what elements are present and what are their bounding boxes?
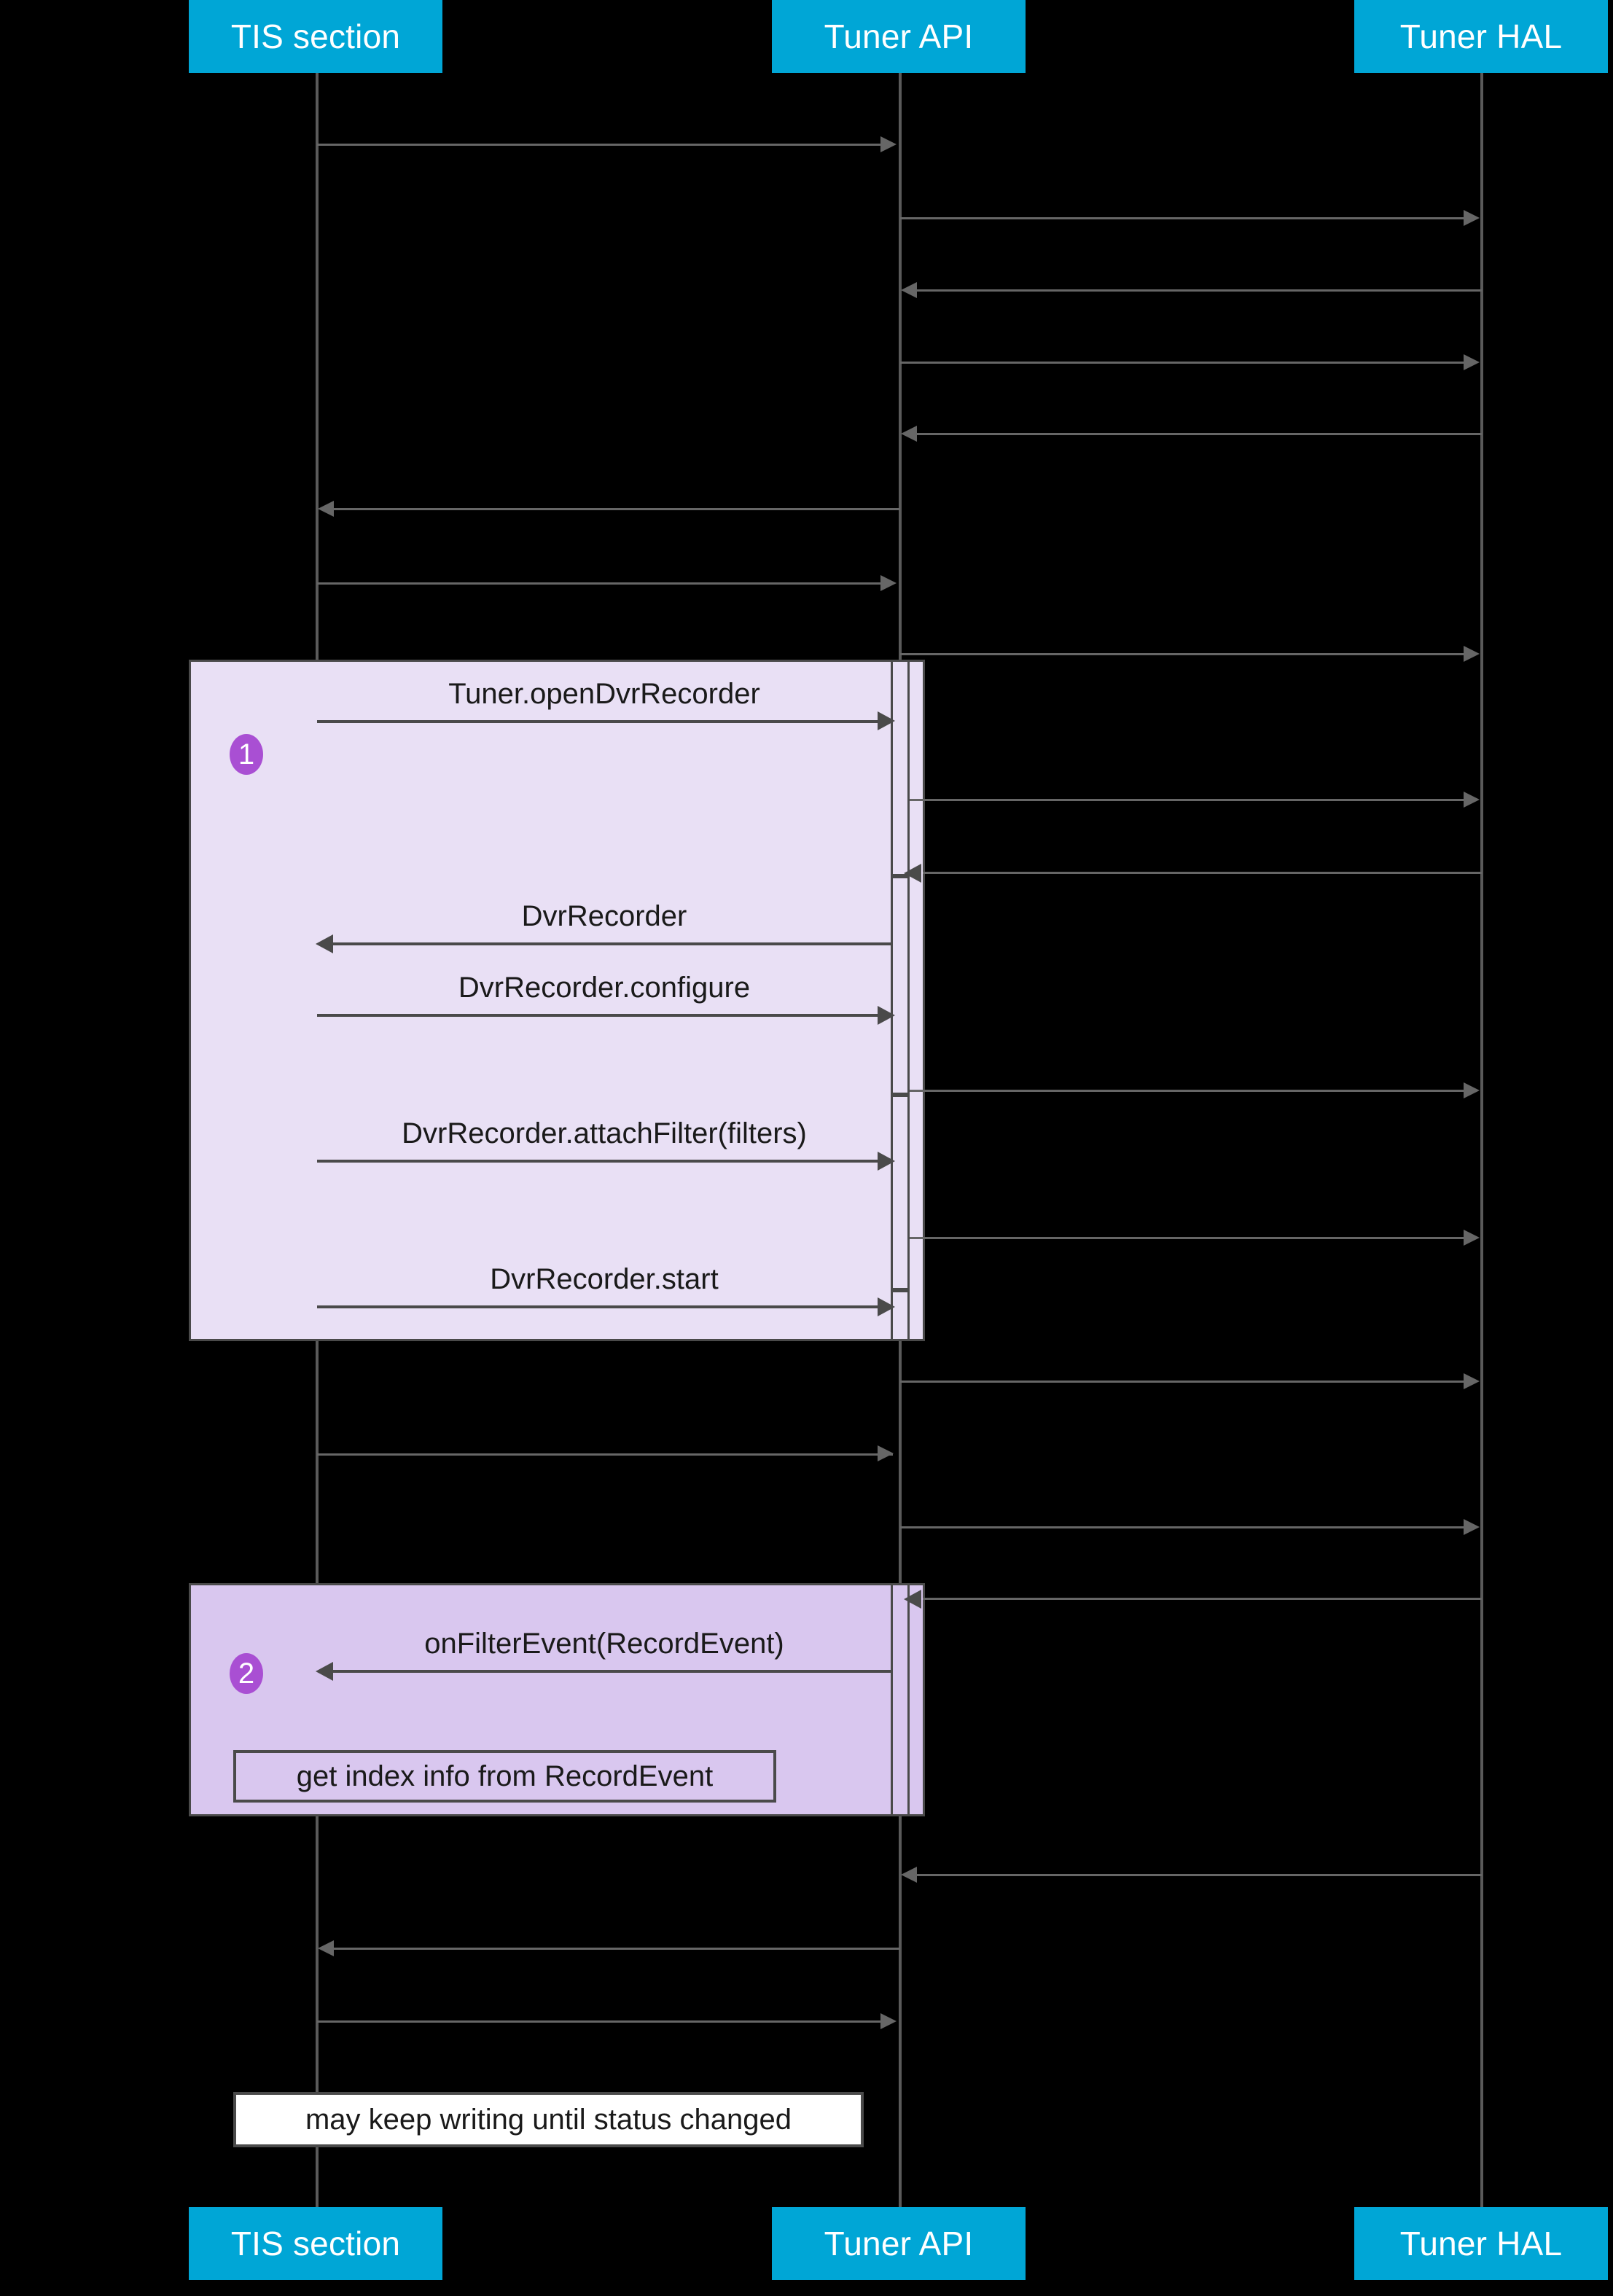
note-get-index-info: get index info from RecordEvent xyxy=(233,1750,776,1803)
message-arrow-m21 xyxy=(904,1590,921,1609)
message-arrow-m6 xyxy=(318,501,334,517)
message-line-m14 xyxy=(910,1090,1476,1092)
message-arrow-m1 xyxy=(880,136,897,152)
message-arrow-m19 xyxy=(878,1445,894,1461)
message-arrow-m9 xyxy=(878,711,895,730)
message-arrow-m23 xyxy=(901,1867,917,1883)
message-line-m22 xyxy=(332,1670,891,1673)
participant-header-tuner-api[interactable]: Tuner API xyxy=(772,0,1026,73)
message-arrow-m13 xyxy=(878,1006,895,1025)
message-line-m5 xyxy=(915,433,1482,435)
message-arrow-m5 xyxy=(901,426,917,442)
message-line-m21 xyxy=(923,1598,1482,1600)
participant-footer-tis-section[interactable]: TIS section xyxy=(189,2207,442,2280)
message-arrow-m14 xyxy=(1464,1082,1480,1098)
lifeline-tuner-hal xyxy=(1480,36,1483,2252)
message-arrow-m3 xyxy=(901,282,917,298)
message-line-m19 xyxy=(317,1453,893,1456)
message-arrow-m7 xyxy=(880,575,897,591)
participant-header-tuner-hal[interactable]: Tuner HAL xyxy=(1354,0,1608,73)
message-arrow-m18 xyxy=(1464,1373,1480,1389)
message-line-m4 xyxy=(900,362,1476,364)
participant-header-tis-section[interactable]: TIS section xyxy=(189,0,442,73)
message-label-dvr-recorder-start: DvrRecorder.start xyxy=(490,1263,719,1295)
message-arrow-m15 xyxy=(878,1152,895,1171)
fragment-1-badge: 1 xyxy=(230,734,263,775)
note-may-keep-writing: may keep writing until status changed xyxy=(233,2092,864,2147)
message-line-m24 xyxy=(332,1948,900,1950)
participant-footer-tuner-api[interactable]: Tuner API xyxy=(772,2207,1026,2280)
fragment-2-badge: 2 xyxy=(230,1653,263,1694)
message-label-on-filter-event: onFilterEvent(RecordEvent) xyxy=(424,1628,784,1660)
fragment-1 xyxy=(189,660,925,1341)
message-line-m1 xyxy=(317,144,893,146)
message-line-m16 xyxy=(910,1237,1476,1239)
message-label-open-dvr-recorder: Tuner.openDvrRecorder xyxy=(448,678,760,710)
message-line-m23 xyxy=(915,1874,1482,1876)
participant-footer-tuner-hal[interactable]: Tuner HAL xyxy=(1354,2207,1608,2280)
message-label-dvr-recorder-attach-filter: DvrRecorder.attachFilter(filters) xyxy=(402,1117,807,1149)
activation-bar-api-5 xyxy=(891,1583,910,1816)
message-line-m11 xyxy=(923,872,1482,874)
message-line-m8 xyxy=(900,653,1476,655)
message-arrow-m4 xyxy=(1464,354,1480,370)
message-line-m20 xyxy=(900,1526,1476,1528)
message-line-m18 xyxy=(900,1381,1476,1383)
activation-bar-api-1 xyxy=(891,660,910,876)
activation-bar-api-3 xyxy=(891,1095,910,1290)
message-arrow-m11 xyxy=(904,864,921,883)
message-line-m7 xyxy=(317,582,893,585)
message-arrow-m2 xyxy=(1464,210,1480,226)
message-arrow-m12 xyxy=(316,934,333,953)
message-line-m13 xyxy=(317,1014,893,1017)
message-line-m10 xyxy=(910,799,1476,801)
message-arrow-m17 xyxy=(878,1297,895,1316)
activation-bar-api-2 xyxy=(891,876,910,1095)
message-line-m15 xyxy=(317,1160,893,1163)
message-arrow-m8 xyxy=(1464,646,1480,662)
message-arrow-m20 xyxy=(1464,1519,1480,1535)
message-line-m2 xyxy=(900,217,1476,219)
message-line-m6 xyxy=(332,508,900,510)
message-line-m3 xyxy=(915,289,1482,292)
message-label-dvr-recorder: DvrRecorder xyxy=(521,900,687,932)
message-arrow-m10 xyxy=(1464,792,1480,808)
message-line-m12 xyxy=(332,942,891,945)
message-arrow-m22 xyxy=(316,1662,333,1681)
message-arrow-m25 xyxy=(880,2013,897,2029)
message-line-m17 xyxy=(317,1305,893,1308)
message-label-dvr-recorder-configure: DvrRecorder.configure xyxy=(458,972,751,1004)
message-line-m25 xyxy=(317,2020,893,2023)
message-arrow-m16 xyxy=(1464,1230,1480,1246)
message-arrow-m24 xyxy=(318,1940,334,1956)
message-line-m9 xyxy=(317,720,893,723)
